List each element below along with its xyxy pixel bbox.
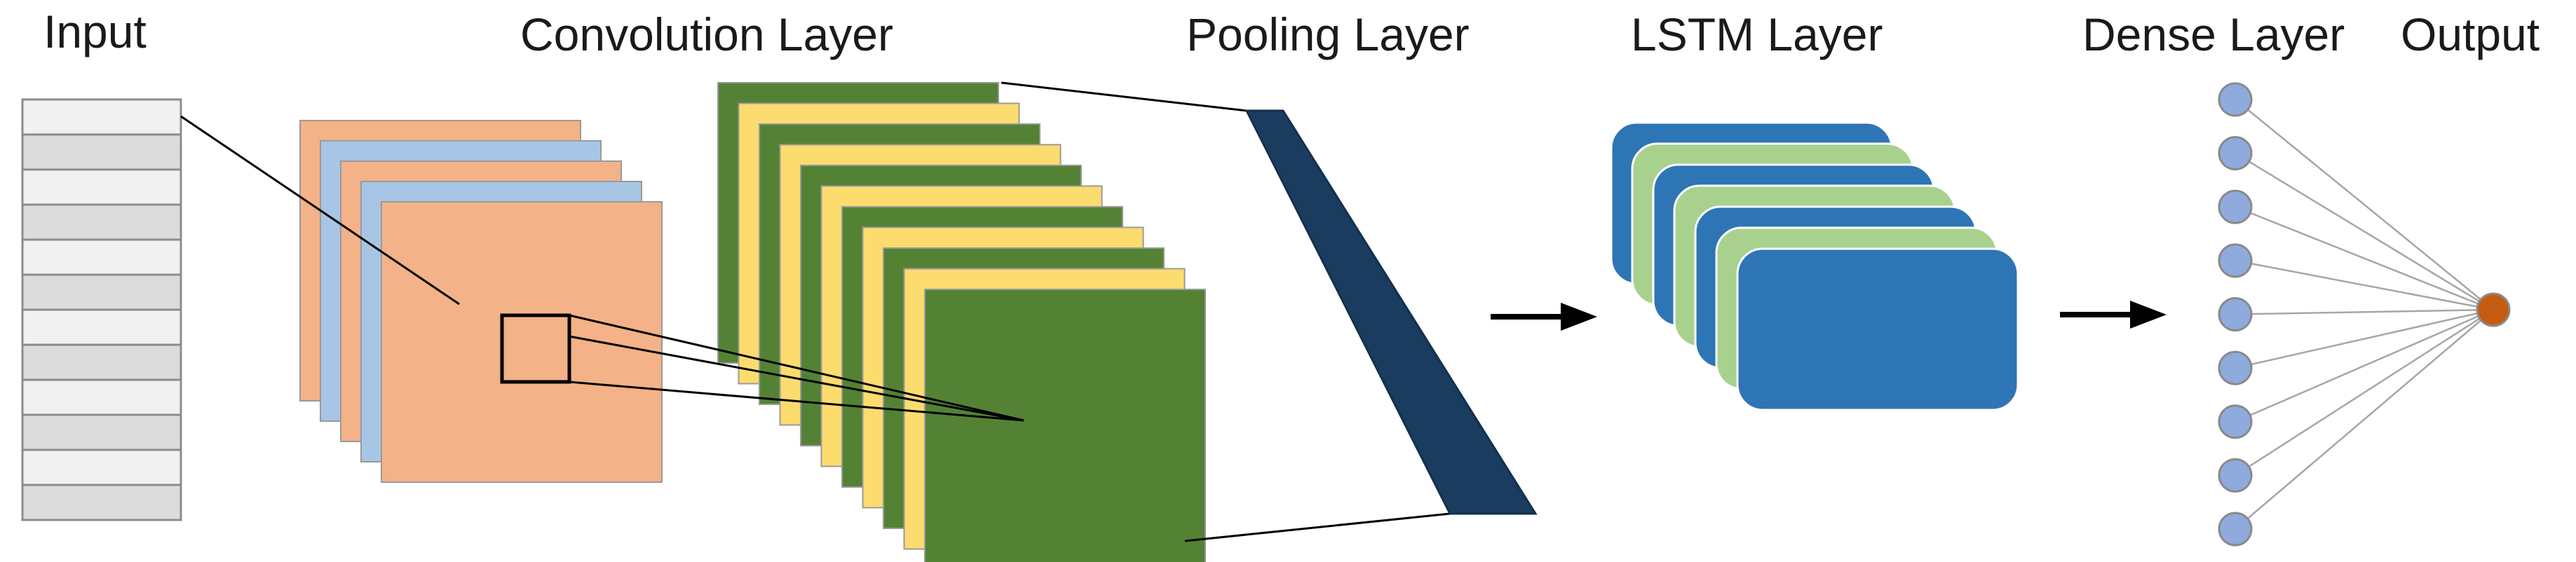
kernel-projection-line-mid: [569, 335, 1024, 422]
input-cell: [21, 168, 182, 206]
dense-to-output-connection: [2235, 309, 2494, 530]
arrow-to-lstm: [1491, 303, 1597, 331]
input-cell: [21, 203, 182, 241]
dense-connections: [2235, 99, 2494, 530]
convolution-feature-map: [381, 201, 663, 483]
input-cell: [21, 133, 182, 171]
input-column: [21, 98, 182, 521]
dense-node: [2218, 243, 2253, 278]
kernel-projection-line-top: [569, 314, 1024, 422]
input-to-kernel-line: [180, 115, 460, 306]
arrow-to-dense: [2060, 301, 2167, 329]
dense-to-output-connection: [2235, 308, 2494, 477]
dense-to-output-connection: [2235, 308, 2494, 423]
convolution-output-maps: [717, 82, 1206, 562]
dense-node: [2218, 512, 2253, 547]
kernel-window: [500, 313, 571, 384]
input-cell: [21, 238, 182, 276]
input-cell: [21, 413, 182, 451]
dense-nodes: [2218, 82, 2253, 547]
dense-to-output-connection: [2235, 308, 2494, 315]
input-cell: [21, 378, 182, 416]
pooling-layer-shape: [1245, 109, 1538, 515]
dense-to-output-connection: [2235, 206, 2494, 311]
kernel-projection: [180, 115, 1024, 422]
pooling-layer-label: Pooling Layer: [1186, 8, 1470, 60]
dense-to-output-connection: [2235, 308, 2494, 369]
dense-node: [2218, 297, 2253, 331]
output-node: [2476, 292, 2511, 327]
dense-node: [2218, 82, 2253, 117]
dense-to-output-connection: [2235, 99, 2494, 310]
dense-node: [2218, 404, 2253, 439]
pooling-projection-bottom: [1184, 512, 1451, 542]
input-cell: [21, 343, 182, 381]
input-cell: [21, 448, 182, 486]
dense-to-output-connection: [2235, 152, 2494, 311]
input-cell: [21, 273, 182, 311]
lstm-layer-label: LSTM Layer: [1631, 8, 1883, 60]
pooling-layer: [1001, 81, 1538, 542]
convolution-output-map: [924, 289, 1206, 562]
input-cell: [21, 98, 182, 136]
lstm-cell: [1736, 247, 2019, 411]
input-cell: [21, 484, 182, 521]
convolution-layer-label: Convolution Layer: [520, 8, 893, 60]
dense-layer-label: Dense Layer: [2082, 8, 2345, 60]
convolution-feature-maps: [299, 120, 663, 483]
dense-node: [2218, 350, 2253, 385]
output-label: Output: [2401, 8, 2540, 60]
kernel-projection-line-bottom: [569, 381, 1024, 422]
pooling-projection-top: [1001, 81, 1247, 112]
lstm-cells: [1610, 121, 2019, 411]
dense-to-output-connection: [2235, 259, 2494, 311]
dense-node: [2218, 189, 2253, 224]
dense-node: [2218, 136, 2253, 171]
input-cell: [21, 308, 182, 346]
dense-node: [2218, 458, 2253, 493]
input-label: Input: [43, 6, 147, 57]
